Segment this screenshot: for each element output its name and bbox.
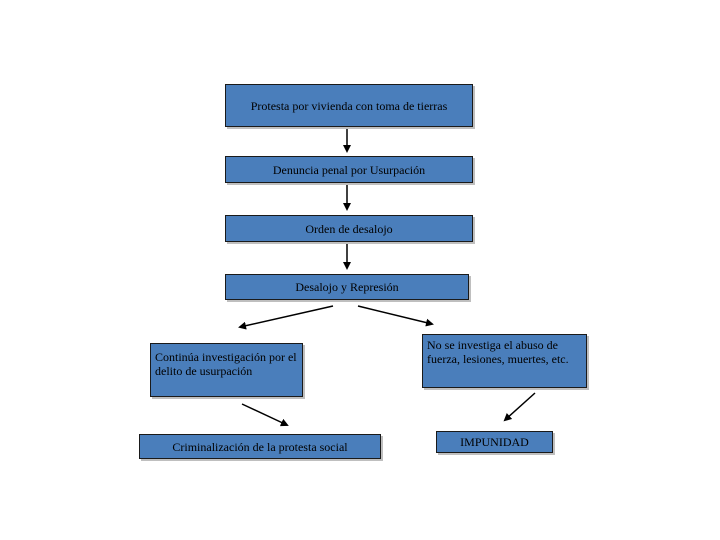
node-criminalizacion: Criminalización de la protesta social (139, 434, 381, 459)
node-criminalizacion-label: Criminalización de la protesta social (172, 439, 348, 454)
node-protesta-label: Protesta por vivienda con toma de tierra… (250, 98, 448, 113)
node-denuncia: Denuncia penal por Usurpación (225, 156, 473, 183)
node-protesta: Protesta por vivienda con toma de tierra… (225, 84, 473, 127)
node-orden-label: Orden de desalojo (305, 221, 393, 236)
node-desalojo-label: Desalojo y Represión (295, 280, 399, 294)
arrow-noinvestiga-impunidad (503, 392, 536, 422)
node-continua: Continúa investigación por el delito de … (150, 343, 303, 397)
node-no-investiga-label: No se investiga el abuso de fuerza, lesi… (427, 338, 569, 366)
arrow-continua-criminalizacion (241, 403, 289, 427)
node-impunidad: IMPUNIDAD (436, 431, 553, 453)
node-impunidad-label: IMPUNIDAD (460, 435, 529, 449)
arrow-desalojo-noinvestiga (357, 305, 434, 327)
node-denuncia-label: Denuncia penal por Usurpación (272, 162, 426, 177)
arrow-desalojo-continua (238, 305, 334, 330)
node-desalojo: Desalojo y Represión (225, 274, 469, 300)
node-no-investiga: No se investiga el abuso de fuerza, lesi… (422, 334, 587, 388)
node-orden: Orden de desalojo (225, 215, 473, 242)
node-continua-label: Continúa investigación por el delito de … (155, 350, 297, 378)
